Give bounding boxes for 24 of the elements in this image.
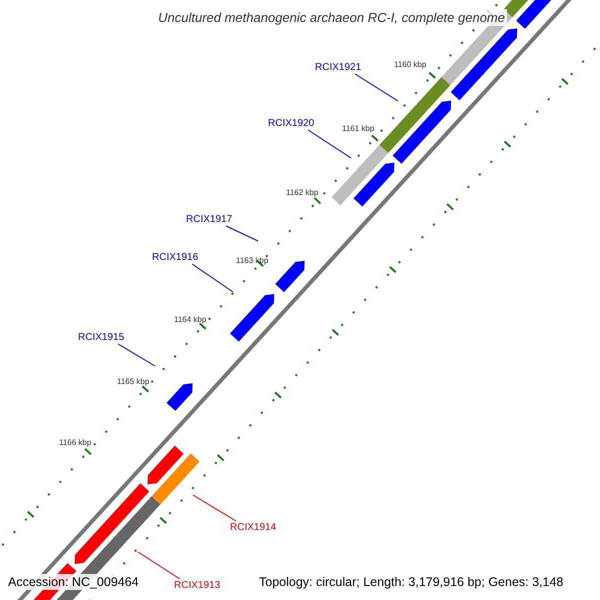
- gene-label: RCIX1921: [315, 61, 362, 74]
- leader-line: [118, 344, 156, 366]
- scale-label: 1163 kbp: [236, 255, 268, 266]
- leader-line: [138, 552, 180, 580]
- gene-label: RCIX1915: [78, 331, 124, 344]
- leader-line: [226, 226, 258, 242]
- gene-label: RCIX1914: [230, 521, 276, 534]
- leader-line: [354, 74, 398, 102]
- scale-label: 1160 kbp: [394, 59, 426, 70]
- gene-label: RCIX1913: [174, 579, 220, 592]
- scale-label: 1162 kbp: [286, 187, 318, 198]
- genome-info-text: Topology: circular; Length: 3,179,916 bp; Genes: 3,148: [257, 574, 566, 590]
- scale-label: 1164 kbp: [174, 314, 206, 325]
- leader-line: [192, 264, 234, 292]
- leader-line: [308, 130, 352, 158]
- gene-label: RCIX1920: [268, 117, 314, 130]
- gene-label: RCIX1917: [186, 213, 232, 226]
- scale-label: 1165 kbp: [117, 376, 150, 387]
- gene-label: RCIX1916: [152, 251, 198, 264]
- scale-label: 1166 kbp: [59, 437, 92, 448]
- leader-line: [192, 494, 236, 522]
- genome-info-text: Accession: NC_009464: [6, 574, 141, 590]
- scale-label: 1161 kbp: [342, 123, 374, 134]
- map-title: Uncultured methanogenic archaeon RC-I, complete genome: [156, 9, 507, 26]
